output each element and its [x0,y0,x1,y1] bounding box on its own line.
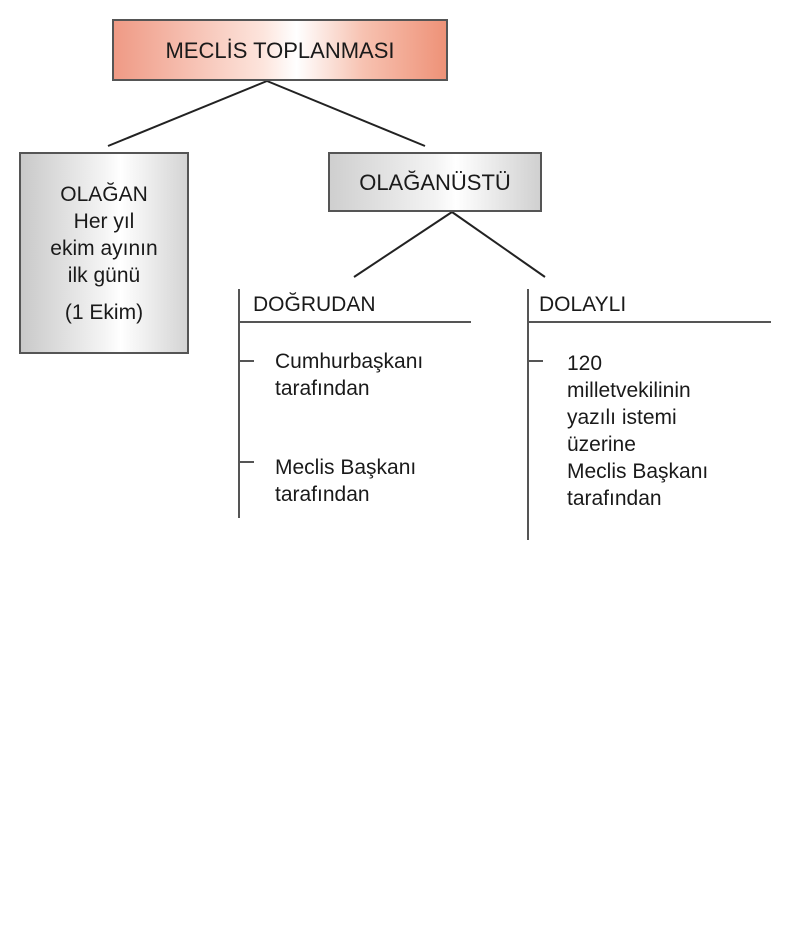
connector-root-to-olagan [107,80,268,147]
dogrudan-item-2-line-1: Meclis Başkanı [275,456,417,479]
dolayli-item-1-line-6: tarafından [567,487,662,510]
connector-root-to-olaganustu [266,80,426,147]
dogrudan-item-2-line-2: tarafından [275,483,370,506]
dolayli-item-1: 120 milletvekilinin yazılı istemi üzerin… [567,350,708,512]
dogrudan-item-1-line-2: tarafından [275,377,370,400]
dolayli-item-1-line-4: üzerine [567,433,636,456]
olagan-line-1: Her yıl [73,209,135,233]
dogrudan-item-1-line-1: Cumhurbaşkanı [275,350,424,373]
dolayli-item-1-line-1: 120 [567,352,603,375]
dolayli-item-1-line-5: Meclis Başkanı [567,460,709,483]
dolayli-item-1-line-3: yazılı istemi [567,406,677,429]
dolayli-item-1-line-2: milletvekilinin [567,379,691,402]
connector-olaganustu-to-dogrudan [353,211,453,278]
dolayli-heading: DOLAYLI [539,293,627,316]
dogrudan-item-1: Cumhurbaşkanı tarafından [275,348,423,402]
dogrudan-item-2: Meclis Başkanı tarafından [275,454,416,508]
olaganustu-title: OLAĞANÜSTÜ [359,169,511,195]
node-olagan: OLAĞAN Her yıl ekim ayının ilk günü (1 E… [19,152,189,354]
connector-olaganustu-to-dolayli [451,211,546,278]
olagan-line-2: ekim ayının [50,236,158,260]
node-olaganustu: OLAĞANÜSTÜ [328,152,542,212]
root-node-label: MECLİS TOPLANMASI [165,37,395,63]
olagan-title: OLAĞAN [60,182,148,206]
root-node-meclis-toplanmasi: MECLİS TOPLANMASI [112,19,448,81]
olagan-note: (1 Ekim) [64,300,144,324]
olagan-line-3: ilk günü [67,263,141,287]
dogrudan-heading: DOĞRUDAN [253,293,376,316]
